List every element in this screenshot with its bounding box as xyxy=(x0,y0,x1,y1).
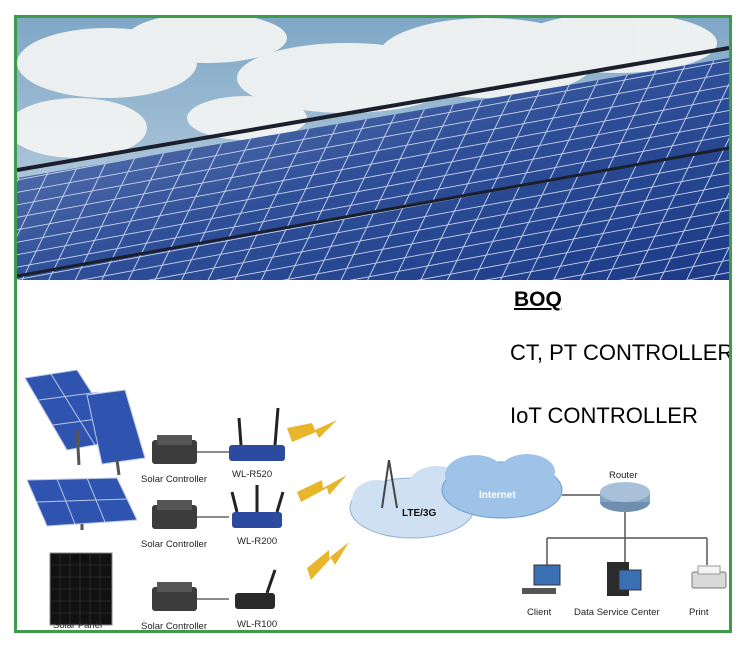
lte-label: LTE/3G xyxy=(402,508,436,519)
solar-controller-3-label: Solar Controller xyxy=(141,621,207,630)
boq-heading: BOQ xyxy=(514,288,562,311)
solar-panel-2-icon xyxy=(26,477,138,530)
router-wl-r520-label: WL-R520 xyxy=(232,469,272,480)
wireless-signal-icons xyxy=(287,420,349,580)
solar-controller-2-label: Solar Controller xyxy=(141,539,207,550)
router-wl-r100-label: WL-R100 xyxy=(237,619,277,630)
router-wl-r520-icon xyxy=(229,407,285,461)
solar-controller-1-icon xyxy=(152,435,197,464)
network-diagram: Solar Panel Solar Controller Solar Contr… xyxy=(24,369,727,630)
client-computer-icon xyxy=(522,564,561,594)
client-label: Client xyxy=(527,607,552,618)
router-label: Router xyxy=(609,470,638,481)
internet-label: Internet xyxy=(479,490,516,501)
router-wl-r100-icon xyxy=(235,569,277,609)
router-wl-r200-label: WL-R200 xyxy=(237,536,277,547)
data-center-label: Data Service Center xyxy=(574,607,660,618)
internet-cloud-icon xyxy=(441,454,563,519)
solar-controller-2-icon xyxy=(152,500,197,529)
router-icon xyxy=(600,482,650,512)
image-frame: BOQ CT, PT CONTROLLER IoT CONTROLLER xyxy=(14,15,732,633)
print-label: Print xyxy=(689,607,709,618)
router-wl-r200-icon xyxy=(230,485,285,528)
solar-panel-3-icon xyxy=(49,552,113,626)
solar-panel-label: Solar Panel xyxy=(53,620,102,630)
printer-icon xyxy=(691,565,727,589)
ct-pt-controller-item: CT, PT CONTROLLER xyxy=(510,340,732,365)
solar-panels-photo xyxy=(17,18,729,280)
solar-controller-1-label: Solar Controller xyxy=(141,474,207,485)
solar-controller-3-icon xyxy=(152,582,197,611)
data-server-icon xyxy=(607,562,642,596)
solar-panel-1-icon xyxy=(24,369,146,476)
iot-controller-item: IoT CONTROLLER xyxy=(510,403,698,428)
